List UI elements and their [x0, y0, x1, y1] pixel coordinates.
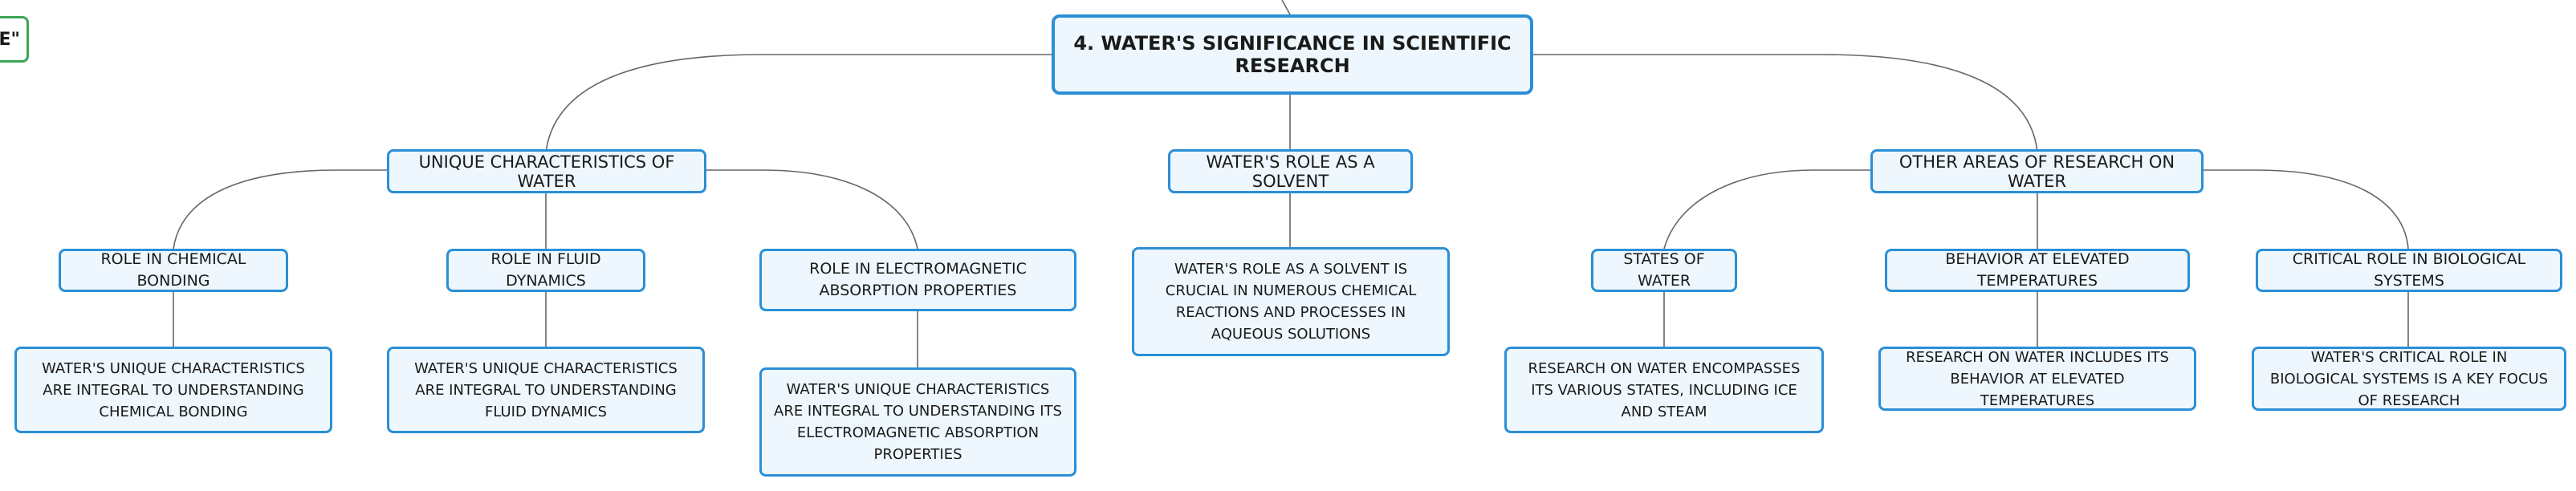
detail-biological-systems[interactable]: WATER'S CRITICAL ROLE IN BIOLOGICAL SYST…	[2252, 347, 2566, 411]
detail-solvent[interactable]: WATER'S ROLE AS A SOLVENT IS CRUCIAL IN …	[1132, 247, 1450, 356]
detail-states-of-water[interactable]: RESEARCH ON WATER ENCOMPASSES ITS VARIOU…	[1504, 347, 1824, 433]
detail-chemical-bonding[interactable]: WATER'S UNIQUE CHARACTERISTICS ARE INTEG…	[14, 347, 332, 433]
subtopic-label: ROLE IN CHEMICAL BONDING	[100, 250, 246, 290]
connector-root-branch-1	[545, 54, 1052, 153]
detail-text: WATER'S UNIQUE CHARACTERISTICS ARE INTEG…	[774, 381, 1062, 463]
detail-fluid-dynamics[interactable]: WATER'S UNIQUE CHARACTERISTICS ARE INTEG…	[387, 347, 705, 433]
connector-b1-c1	[173, 169, 387, 250]
connector-root-branch-3	[1533, 54, 2038, 153]
connector-b3-c3	[2204, 169, 2409, 250]
branch-label: OTHER AREAS OF RESEARCH ON WATER	[1898, 152, 2175, 191]
branch-role-as-solvent[interactable]: WATER'S ROLE AS A SOLVENT	[1168, 149, 1413, 193]
root-topic-label: 4. WATER'S SIGNIFICANCE IN SCIENTIFIC RE…	[1073, 32, 1512, 77]
root-topic[interactable]: 4. WATER'S SIGNIFICANCE IN SCIENTIFIC RE…	[1052, 14, 1533, 95]
detail-text: WATER'S UNIQUE CHARACTERISTICS ARE INTEG…	[414, 359, 678, 420]
subtopic-elevated-temperatures[interactable]: BEHAVIOR AT ELEVATED TEMPERATURES	[1885, 249, 2190, 292]
branch-unique-characteristics[interactable]: UNIQUE CHARACTERISTICS OF WATER	[387, 149, 706, 193]
floating-topic-label: E"	[0, 29, 20, 50]
detail-elevated-temperatures[interactable]: RESEARCH ON WATER INCLUDES ITS BEHAVIOR …	[1878, 347, 2196, 411]
floating-topic-partial[interactable]: E"	[0, 16, 29, 63]
subtopic-electromagnetic-absorption[interactable]: ROLE IN ELECTROMAGNETIC ABSORPTION PROPE…	[759, 249, 1076, 311]
detail-text: RESEARCH ON WATER ENCOMPASSES ITS VARIOU…	[1528, 359, 1801, 420]
detail-text: WATER'S UNIQUE CHARACTERISTICS ARE INTEG…	[42, 359, 305, 420]
subtopic-label: CRITICAL ROLE IN BIOLOGICAL SYSTEMS	[2292, 250, 2526, 290]
branch-other-research-areas[interactable]: OTHER AREAS OF RESEARCH ON WATER	[1870, 149, 2204, 193]
subtopic-fluid-dynamics[interactable]: ROLE IN FLUID DYNAMICS	[446, 249, 645, 292]
connector-parent	[1281, 0, 1291, 15]
subtopic-label: ROLE IN ELECTROMAGNETIC ABSORPTION PROPE…	[809, 260, 1027, 299]
connector-b3-c1	[1663, 169, 1870, 250]
subtopic-label: STATES OF WATER	[1623, 250, 1705, 290]
detail-text: WATER'S ROLE AS A SOLVENT IS CRUCIAL IN …	[1165, 261, 1417, 343]
detail-text: RESEARCH ON WATER INCLUDES ITS BEHAVIOR …	[1906, 348, 2169, 409]
subtopic-states-of-water[interactable]: STATES OF WATER	[1591, 249, 1737, 292]
connector-b1-c3	[706, 169, 918, 250]
subtopic-chemical-bonding[interactable]: ROLE IN CHEMICAL BONDING	[59, 249, 288, 292]
branch-label: WATER'S ROLE AS A SOLVENT	[1206, 152, 1375, 191]
subtopic-label: BEHAVIOR AT ELEVATED TEMPERATURES	[1945, 250, 2130, 290]
subtopic-biological-systems[interactable]: CRITICAL ROLE IN BIOLOGICAL SYSTEMS	[2256, 249, 2562, 292]
detail-text: WATER'S CRITICAL ROLE IN BIOLOGICAL SYST…	[2269, 348, 2549, 409]
subtopic-label: ROLE IN FLUID DYNAMICS	[490, 250, 601, 290]
detail-electromagnetic-absorption[interactable]: WATER'S UNIQUE CHARACTERISTICS ARE INTEG…	[759, 367, 1076, 477]
branch-label: UNIQUE CHARACTERISTICS OF WATER	[418, 152, 675, 191]
